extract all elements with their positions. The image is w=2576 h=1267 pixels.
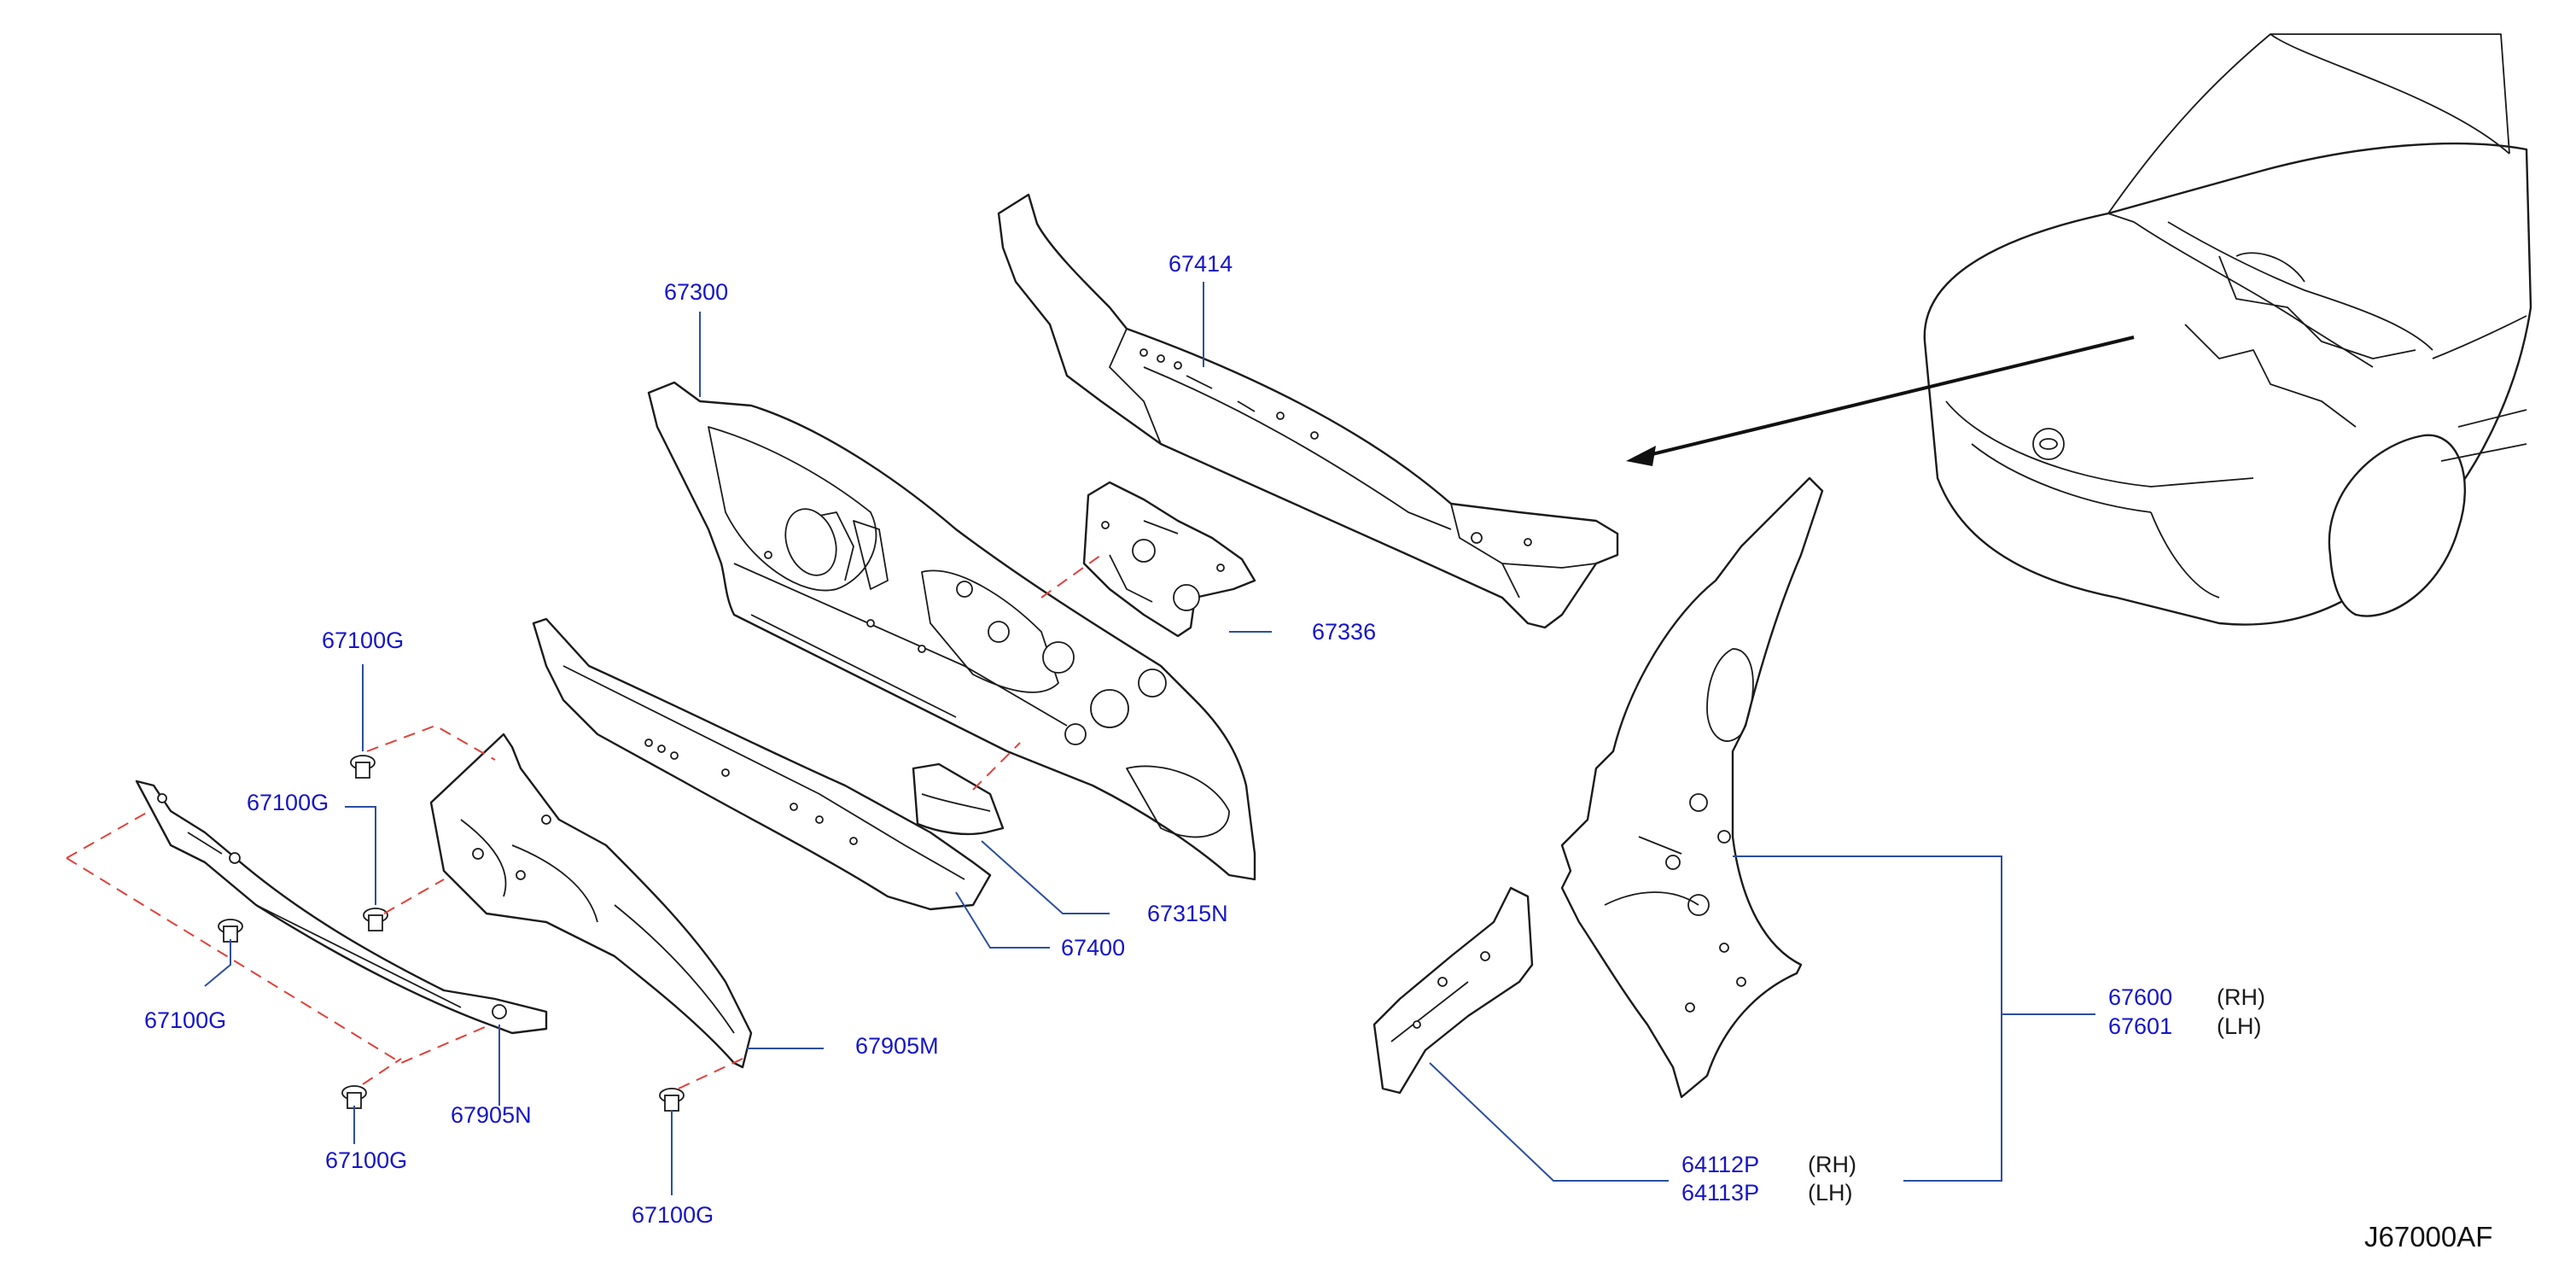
side-lh-64113p: (LH) xyxy=(1808,1180,1853,1206)
label-64112p[interactable]: 64112P xyxy=(1681,1152,1760,1177)
label-67414[interactable]: 67414 xyxy=(1169,251,1233,277)
label-67336[interactable]: 67336 xyxy=(1312,619,1377,645)
label-64113p[interactable]: 64113P xyxy=(1681,1180,1760,1206)
vehicle-inset xyxy=(1626,33,2532,626)
part-64112p-shape xyxy=(1373,886,1534,1095)
part-67905m-shape xyxy=(429,733,753,1069)
part-67300-shape xyxy=(647,381,1256,881)
label-67600[interactable]: 67600 xyxy=(2108,984,2173,1010)
side-rh-67600: (RH) xyxy=(2217,984,2265,1010)
part-67600-shape xyxy=(1560,476,1824,1099)
side-lh-67601: (LH) xyxy=(2217,1013,2262,1039)
label-67100g-left[interactable]: 67100G xyxy=(144,1007,227,1033)
dashed-guides xyxy=(66,554,1102,1089)
part-67315n-shape xyxy=(912,762,1005,836)
label-67905m[interactable]: 67905M xyxy=(855,1033,939,1059)
label-67601[interactable]: 67601 xyxy=(2108,1013,2173,1039)
label-67100g-mid[interactable]: 67100G xyxy=(247,790,329,815)
part-67414-shape xyxy=(997,193,1619,629)
leader-lines xyxy=(204,282,2095,1195)
part-67400-shape xyxy=(532,617,992,911)
label-67315n[interactable]: 67315N xyxy=(1147,901,1228,926)
label-67905n[interactable]: 67905N xyxy=(451,1102,532,1128)
label-67400[interactable]: 67400 xyxy=(1061,935,1126,960)
clips xyxy=(218,755,685,1112)
diagram-code: J67000AF xyxy=(2364,1221,2493,1252)
part-67336-shape xyxy=(1082,481,1256,638)
label-67100g-right[interactable]: 67100G xyxy=(632,1202,714,1228)
side-rh-64112p: (RH) xyxy=(1808,1152,1856,1177)
label-67100g-bottom[interactable]: 67100G xyxy=(325,1147,408,1173)
part-67905n-shape xyxy=(135,779,548,1035)
label-67300[interactable]: 67300 xyxy=(664,279,729,305)
label-67100g-top[interactable]: 67100G xyxy=(322,628,405,653)
